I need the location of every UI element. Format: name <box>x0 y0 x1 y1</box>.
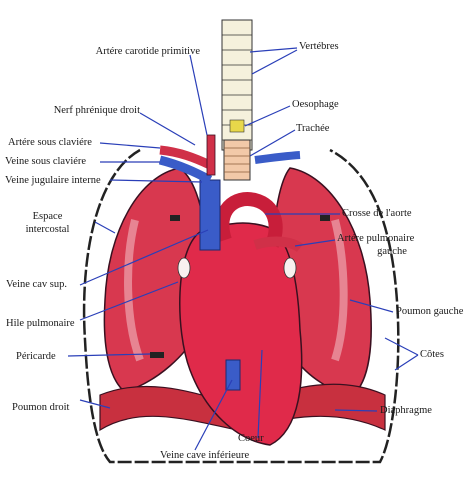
label-pericarde: Péricarde <box>16 351 56 362</box>
leader-oesophage <box>244 105 291 127</box>
leader-art-pulm <box>294 239 336 247</box>
label-oesophage: Oesophage <box>292 99 339 110</box>
aortic-arch <box>215 192 283 248</box>
leader-poumon-g <box>349 299 394 313</box>
leader-veine-jug <box>109 179 203 183</box>
label-espace-1: Espace <box>32 211 63 222</box>
leader-vertebres <box>249 47 298 53</box>
label-espace-2: intercostal <box>25 224 70 235</box>
leader-cotes-1 <box>384 337 419 356</box>
leader-carotide <box>189 54 208 136</box>
leader-cotes-2 <box>394 354 419 371</box>
leader-vertebres-2 <box>251 49 298 75</box>
leader-nerf <box>139 112 196 146</box>
label-poumon-gauche: Poumon gauche <box>396 306 464 317</box>
label-veine-sous-claviere: Veine sous claviére <box>5 156 87 167</box>
leader-diaphragme <box>334 409 378 412</box>
label-poumon-droit: Poumon droit <box>12 402 70 413</box>
label-artere-pulmonaire-2: gauche <box>377 246 407 257</box>
leader-trachee <box>249 129 296 157</box>
label-crosse-aorte: Crosse de l'aorte <box>342 208 412 219</box>
label-artere-sous-claviere: Artére sous claviére <box>8 137 92 148</box>
ribcage-outline <box>82 148 400 464</box>
label-hile-pulmonaire: Hile pulmonaire <box>6 318 75 329</box>
leader-artere-sous <box>99 142 161 149</box>
label-diaphragme: Diaphragme <box>380 405 432 416</box>
trachea <box>223 139 251 181</box>
inferior-vena-cava <box>225 359 241 391</box>
hile-pulmonaire <box>177 257 191 279</box>
label-cotes: Côtes <box>420 349 444 360</box>
label-artere-carotide: Artére carotide primitive <box>95 46 200 57</box>
leader-espace <box>94 221 116 234</box>
leader-poumon-d <box>79 399 111 409</box>
leader-coeur <box>257 349 263 439</box>
label-artere-pulmonaire-1: Artére pulmonaire <box>337 233 415 244</box>
leader-vci <box>194 379 233 451</box>
label-veine-cav-sup: Veine cav sup. <box>6 279 67 290</box>
superior-vena-cava <box>199 179 221 251</box>
leader-hile <box>79 281 179 321</box>
leader-vcs <box>79 229 209 286</box>
leader-pericarde <box>67 353 151 357</box>
label-veine-jugulaire: Veine jugulaire interne <box>5 175 101 186</box>
label-trachee: Trachée <box>296 123 330 134</box>
label-vertebres: Vertébres <box>299 41 339 52</box>
label-veine-cave-inf: Veine cave inférieure <box>160 450 250 461</box>
label-coeur: Coeur <box>238 433 264 444</box>
label-nerf-phrenique: Nerf phrénique droit <box>53 105 140 116</box>
oesophagus <box>229 119 245 133</box>
